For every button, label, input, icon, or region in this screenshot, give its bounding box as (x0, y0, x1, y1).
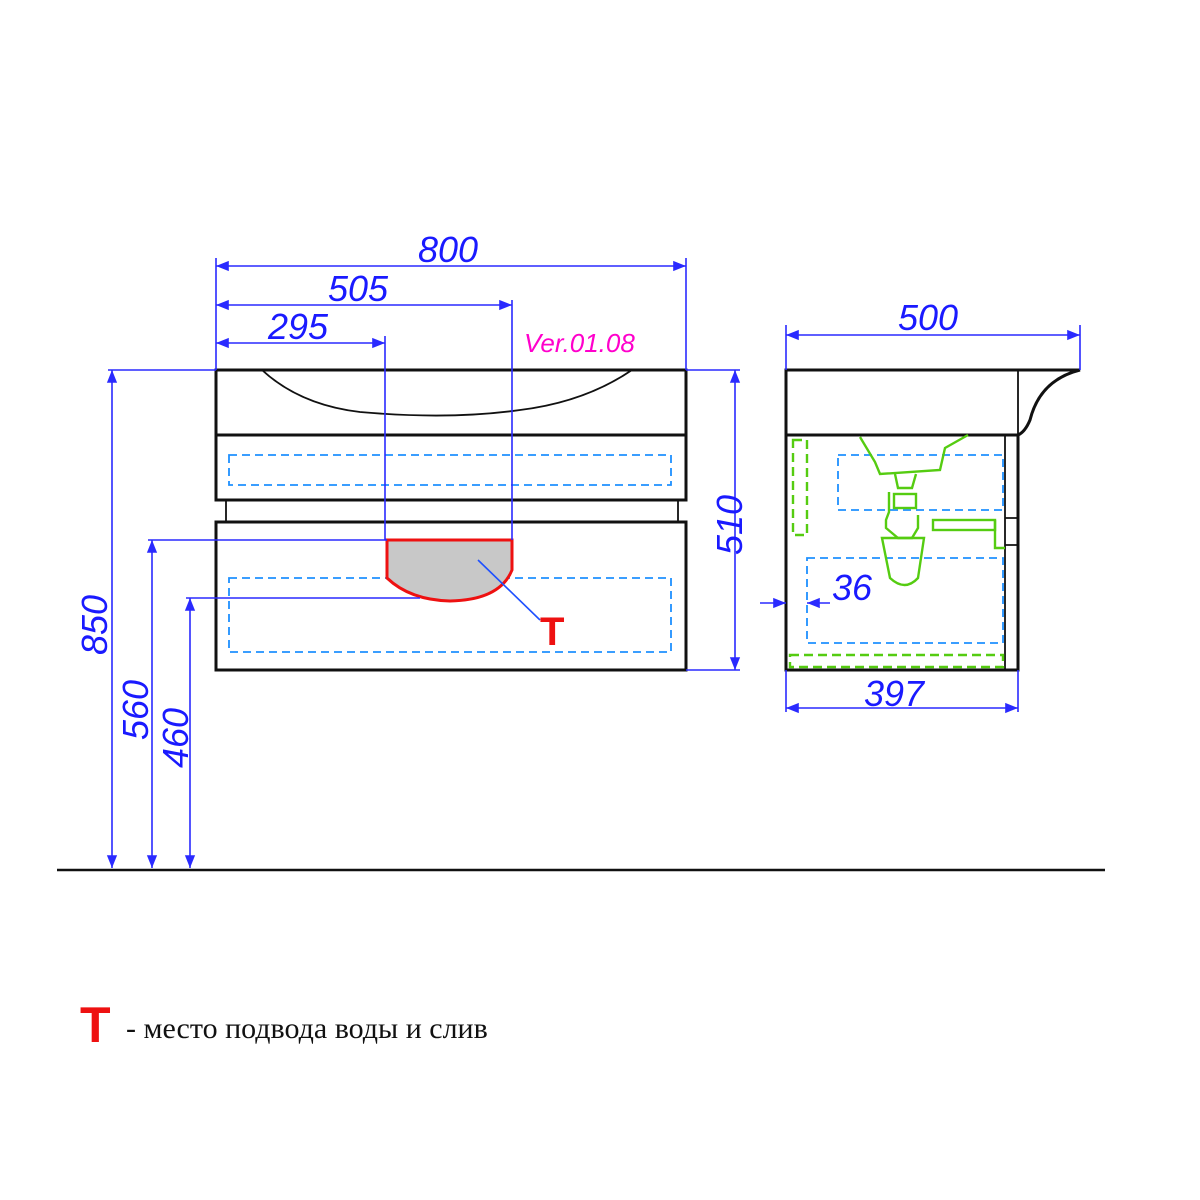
legend-description: - место подвода воды и слив (126, 1012, 488, 1045)
side-cabinet-body (784, 433, 1020, 672)
connection-marker: T (540, 610, 564, 654)
dim-800-label: 800 (418, 229, 478, 270)
dim-397-label: 397 (864, 673, 926, 714)
side-lower-drawer-hidden (806, 557, 1004, 644)
front-lower-drawer (214, 520, 688, 672)
dim-850-label: 850 (74, 595, 115, 655)
front-horizontal-dimensions: 800 505 295 (215, 229, 687, 540)
dim-505-label: 505 (328, 268, 389, 309)
side-view (784, 368, 1081, 672)
siphon-drawing (788, 433, 1005, 669)
dim-560-label: 560 (115, 680, 156, 740)
dim-295-label: 295 (267, 306, 329, 347)
dim-36-label: 36 (832, 567, 873, 608)
dim-510-label: 510 (709, 495, 750, 555)
connection-leader (477, 559, 541, 621)
dim-460-label: 460 (155, 708, 196, 768)
side-countertop (784, 368, 1081, 437)
front-view: T Ver.01.08 (214, 328, 688, 672)
front-gap-strip (225, 499, 679, 523)
connection-zone (385, 538, 514, 603)
front-upper-drawer-hidden (228, 454, 672, 486)
side-upper-drawer-hidden (837, 454, 1004, 511)
legend: T - место подвода воды и слив (80, 997, 488, 1053)
front-basin-curve (261, 369, 633, 417)
front-vertical-dimensions: 510 850 560 460 (74, 369, 750, 868)
front-upper-drawer (214, 433, 688, 502)
side-dimensions: 500 397 36 (760, 297, 1081, 714)
version-label: Ver.01.08 (524, 328, 635, 358)
legend-marker: T (80, 997, 111, 1053)
dim-500-label: 500 (898, 297, 958, 338)
